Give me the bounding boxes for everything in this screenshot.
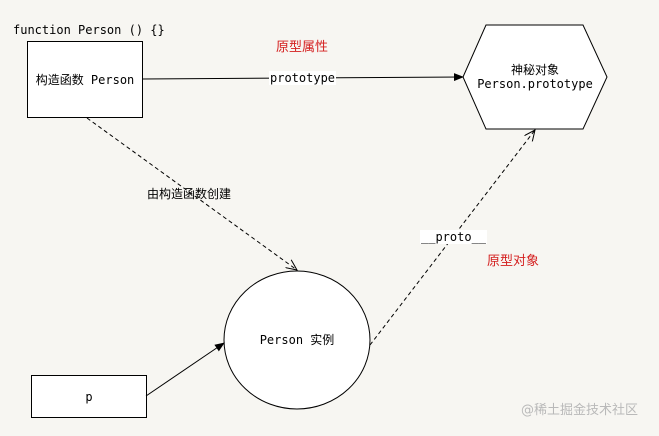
variable-label: p: [85, 390, 93, 404]
prototype-node-title: 神秘对象 Person.prototype: [463, 63, 607, 91]
constructor-label: 构造函数 Person: [35, 73, 135, 87]
watermark: @稀土掘金技术社区: [521, 403, 639, 418]
prototype-edge-label: prototype: [269, 71, 337, 85]
variable-box[interactable]: [31, 375, 147, 418]
proto-edge-label: __proto__: [420, 230, 488, 244]
code-label: function Person () {}: [13, 23, 165, 37]
prototype-node-line2: Person.prototype: [477, 77, 593, 91]
created-by-edge: [86, 117, 297, 270]
constructor-box[interactable]: [27, 41, 143, 118]
instance-circle[interactable]: [223, 270, 371, 410]
prototype-node-line1: 神秘对象: [510, 63, 559, 77]
created-by-label: 由构造函数创建: [147, 187, 232, 201]
instance-label: Person 实例: [259, 333, 335, 347]
reference-edge: [145, 342, 225, 397]
prototype-annotation: 原型属性: [276, 40, 329, 55]
proto-annotation: 原型对象: [487, 254, 540, 269]
